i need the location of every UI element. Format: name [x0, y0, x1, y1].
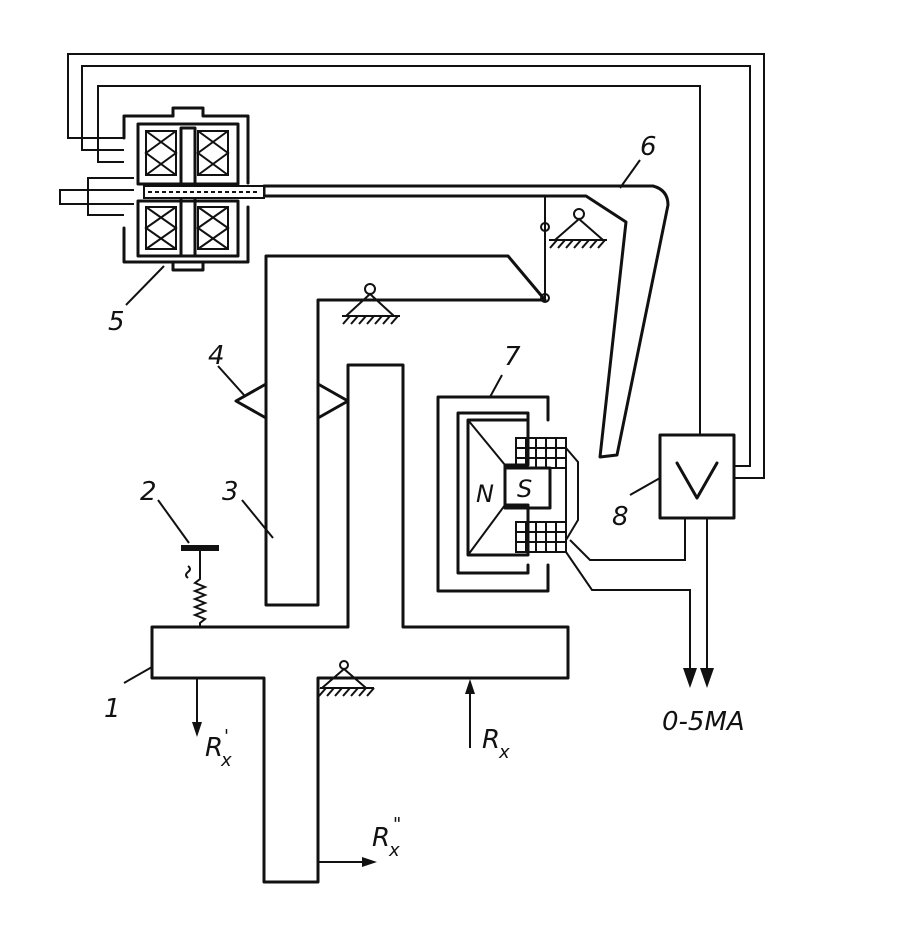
leader-lines: [123, 159, 661, 684]
label-8: 8: [612, 502, 629, 532]
fulcrum-lever-1: [318, 660, 375, 697]
fulcrum-lever-6: [549, 208, 607, 249]
force-rx-subscript: x: [498, 742, 510, 763]
label-7: 7: [504, 342, 521, 372]
force-motor-7: [436, 395, 567, 593]
lever-1: [150, 363, 570, 884]
amplifier-8: [658, 433, 736, 520]
wiring: [59, 53, 765, 688]
label-1: 1: [104, 694, 121, 724]
force-rx-symbol: R: [482, 725, 500, 755]
force-rx1-subscript: x: [220, 750, 232, 771]
force-rx1-label: R x ': [205, 726, 232, 771]
force-rx1-symbol: R: [205, 733, 223, 763]
magnet-n-label: N: [476, 480, 494, 508]
force-rx2-double-prime: ": [393, 814, 401, 835]
label-5: 5: [108, 307, 125, 337]
lever-6: [262, 184, 670, 459]
coil-assembly-5: [122, 106, 265, 272]
force-rx2-label: R x ": [372, 814, 401, 861]
label-6: 6: [640, 132, 657, 162]
spring-2: [181, 545, 219, 627]
moving-coil: [515, 437, 567, 553]
label-4: 4: [208, 341, 225, 371]
force-rx1-prime: ': [224, 726, 229, 747]
force-rx2-symbol: R: [372, 823, 390, 853]
force-arrows: [192, 678, 475, 867]
output-range-label: 0-5MA: [662, 707, 745, 737]
magnet-s-label: S: [517, 475, 532, 503]
lever-3: [264, 254, 547, 607]
force-rx2-subscript: x: [388, 840, 400, 861]
callout-labels: 1 2 3 4 5 6 7 8: [104, 132, 657, 724]
force-rx-label: R x: [482, 725, 510, 763]
coupling-4: [234, 382, 350, 420]
fulcrum-lever-3: [342, 283, 400, 325]
label-2: 2: [140, 477, 157, 507]
label-3: 3: [222, 477, 239, 507]
